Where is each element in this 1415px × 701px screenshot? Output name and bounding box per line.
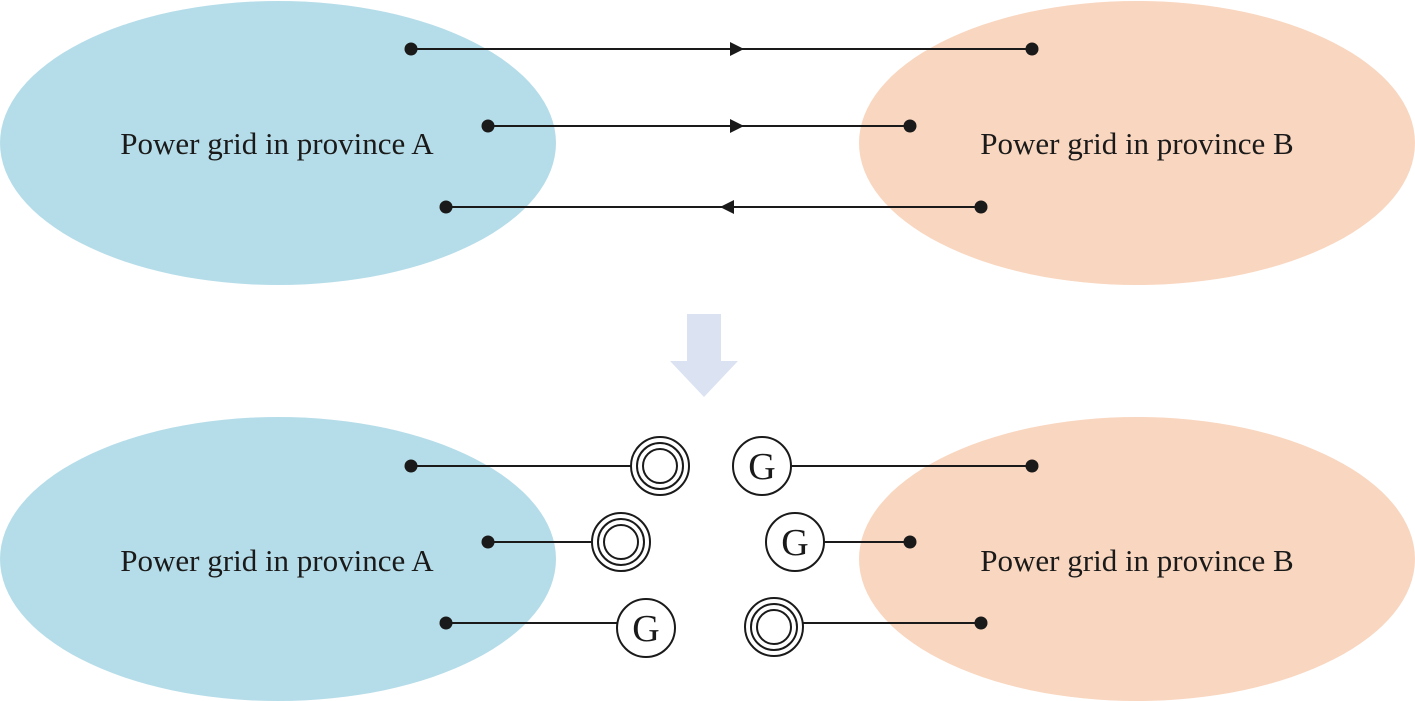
tie-line — [481, 119, 917, 133]
terminal-dot — [439, 200, 453, 214]
flow-arrow-left-icon — [720, 200, 734, 214]
terminal-dot — [903, 119, 917, 133]
load-symbol-icon — [744, 597, 804, 657]
province-b-region — [859, 1, 1415, 285]
decoupled-line-a-side: G — [439, 598, 676, 658]
terminal-dot — [903, 535, 917, 549]
top-section: Power grid in province A Power grid in p… — [0, 1, 1415, 285]
decoupled-line-a-side — [404, 436, 690, 496]
flow-arrow-right-icon — [730, 119, 744, 133]
transition-down-arrow-icon — [670, 314, 738, 397]
province-a-region — [0, 1, 556, 285]
terminal-dot — [404, 42, 418, 56]
decoupled-line-b-side: G — [765, 512, 917, 572]
decoupled-line-b-side: G — [732, 436, 1039, 496]
bottom-section: Power grid in province A Power grid in p… — [0, 417, 1415, 701]
generator-label: G — [781, 522, 808, 564]
load-symbol-icon — [630, 436, 690, 496]
province-b-label: Power grid in province B — [980, 543, 1293, 578]
terminal-dot — [481, 119, 495, 133]
decoupled-line-b-side — [744, 597, 988, 657]
province-a-label: Power grid in province A — [120, 126, 434, 161]
terminal-dot — [1025, 459, 1039, 473]
generator-label: G — [632, 608, 659, 650]
terminal-dot — [481, 535, 495, 549]
tie-line — [404, 42, 1039, 56]
province-a-region — [0, 417, 556, 701]
province-b-label: Power grid in province B — [980, 126, 1293, 161]
terminal-dot — [974, 200, 988, 214]
generator-symbol-icon: G — [765, 512, 825, 572]
terminal-dot — [439, 616, 453, 630]
generator-label: G — [748, 446, 775, 488]
tie-line — [439, 200, 988, 214]
decoupled-line-a-side — [481, 512, 651, 572]
terminal-dot — [1025, 42, 1039, 56]
generator-symbol-icon: G — [616, 598, 676, 658]
flow-arrow-right-icon — [730, 42, 744, 56]
province-b-region — [859, 417, 1415, 701]
terminal-dot — [974, 616, 988, 630]
province-a-label: Power grid in province A — [120, 543, 434, 578]
terminal-dot — [404, 459, 418, 473]
generator-symbol-icon: G — [732, 436, 792, 496]
load-symbol-icon — [591, 512, 651, 572]
